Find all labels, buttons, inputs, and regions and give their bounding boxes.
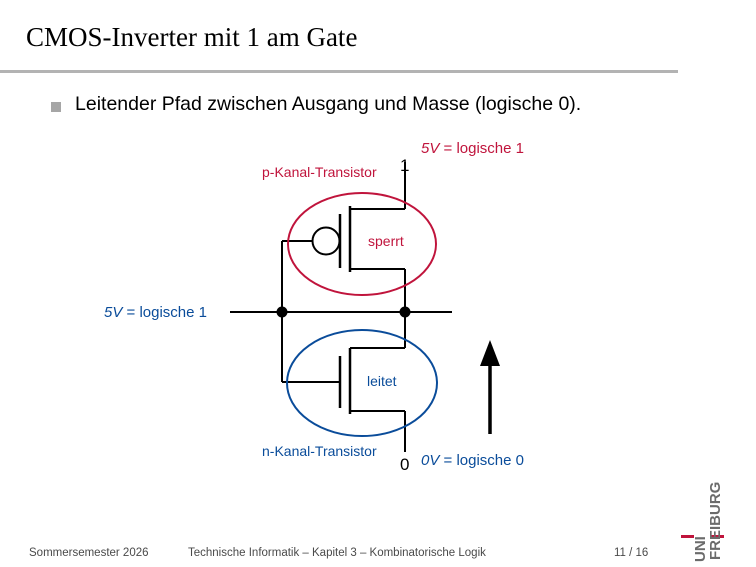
logo-red-bar-left [681, 535, 694, 538]
logo-red-bar-right [711, 535, 724, 538]
circuit-wires [230, 162, 452, 452]
gnd-label-rest: = logische 0 [439, 452, 524, 469]
output-junction-dot [399, 306, 411, 318]
gnd-digit: 0 [400, 455, 409, 474]
logo-line1: UNI [692, 536, 709, 562]
n-state-label: leitet [367, 373, 397, 389]
slide-title: CMOS-Inverter mit 1 am Gate [26, 22, 358, 52]
p-state-label: sperrt [368, 233, 404, 249]
bullet-text: Leitender Pfad zwischen Ausgang und Mass… [75, 93, 582, 115]
nmos-ellipse [286, 329, 438, 437]
logo-line2: FREIBURG [707, 482, 724, 560]
gnd-label: 0V = logische 0 [421, 452, 524, 469]
input-junction-dot [276, 306, 288, 318]
pmos-ellipse [287, 192, 437, 296]
inversion-bubble-icon [311, 226, 341, 256]
arrow-up-icon [480, 340, 500, 366]
footer-semester: Sommersemester 2026 [29, 547, 149, 559]
title-rule [0, 70, 678, 73]
n-transistor-label: n-Kanal-Transistor [262, 443, 377, 459]
p-transistor-label: p-Kanal-Transistor [262, 164, 377, 180]
university-logo: UNI FREIBURG [681, 482, 724, 562]
gnd-label-var: 0V [421, 452, 441, 469]
vdd-label: 5V = logische 1 [421, 140, 524, 157]
input-label-rest: = logische 1 [122, 304, 207, 321]
input-label: 5V = logische 1 [104, 304, 207, 321]
vdd-label-var: 5V [421, 140, 441, 157]
footer-course: Technische Informatik – Kapitel 3 – Komb… [188, 547, 486, 559]
vdd-digit: 1 [400, 156, 409, 175]
bullet-square-icon [51, 102, 61, 112]
vdd-label-rest: = logische 1 [439, 140, 524, 157]
footer-page-number: 11 / 16 [614, 547, 649, 559]
input-label-var: 5V [104, 304, 124, 321]
